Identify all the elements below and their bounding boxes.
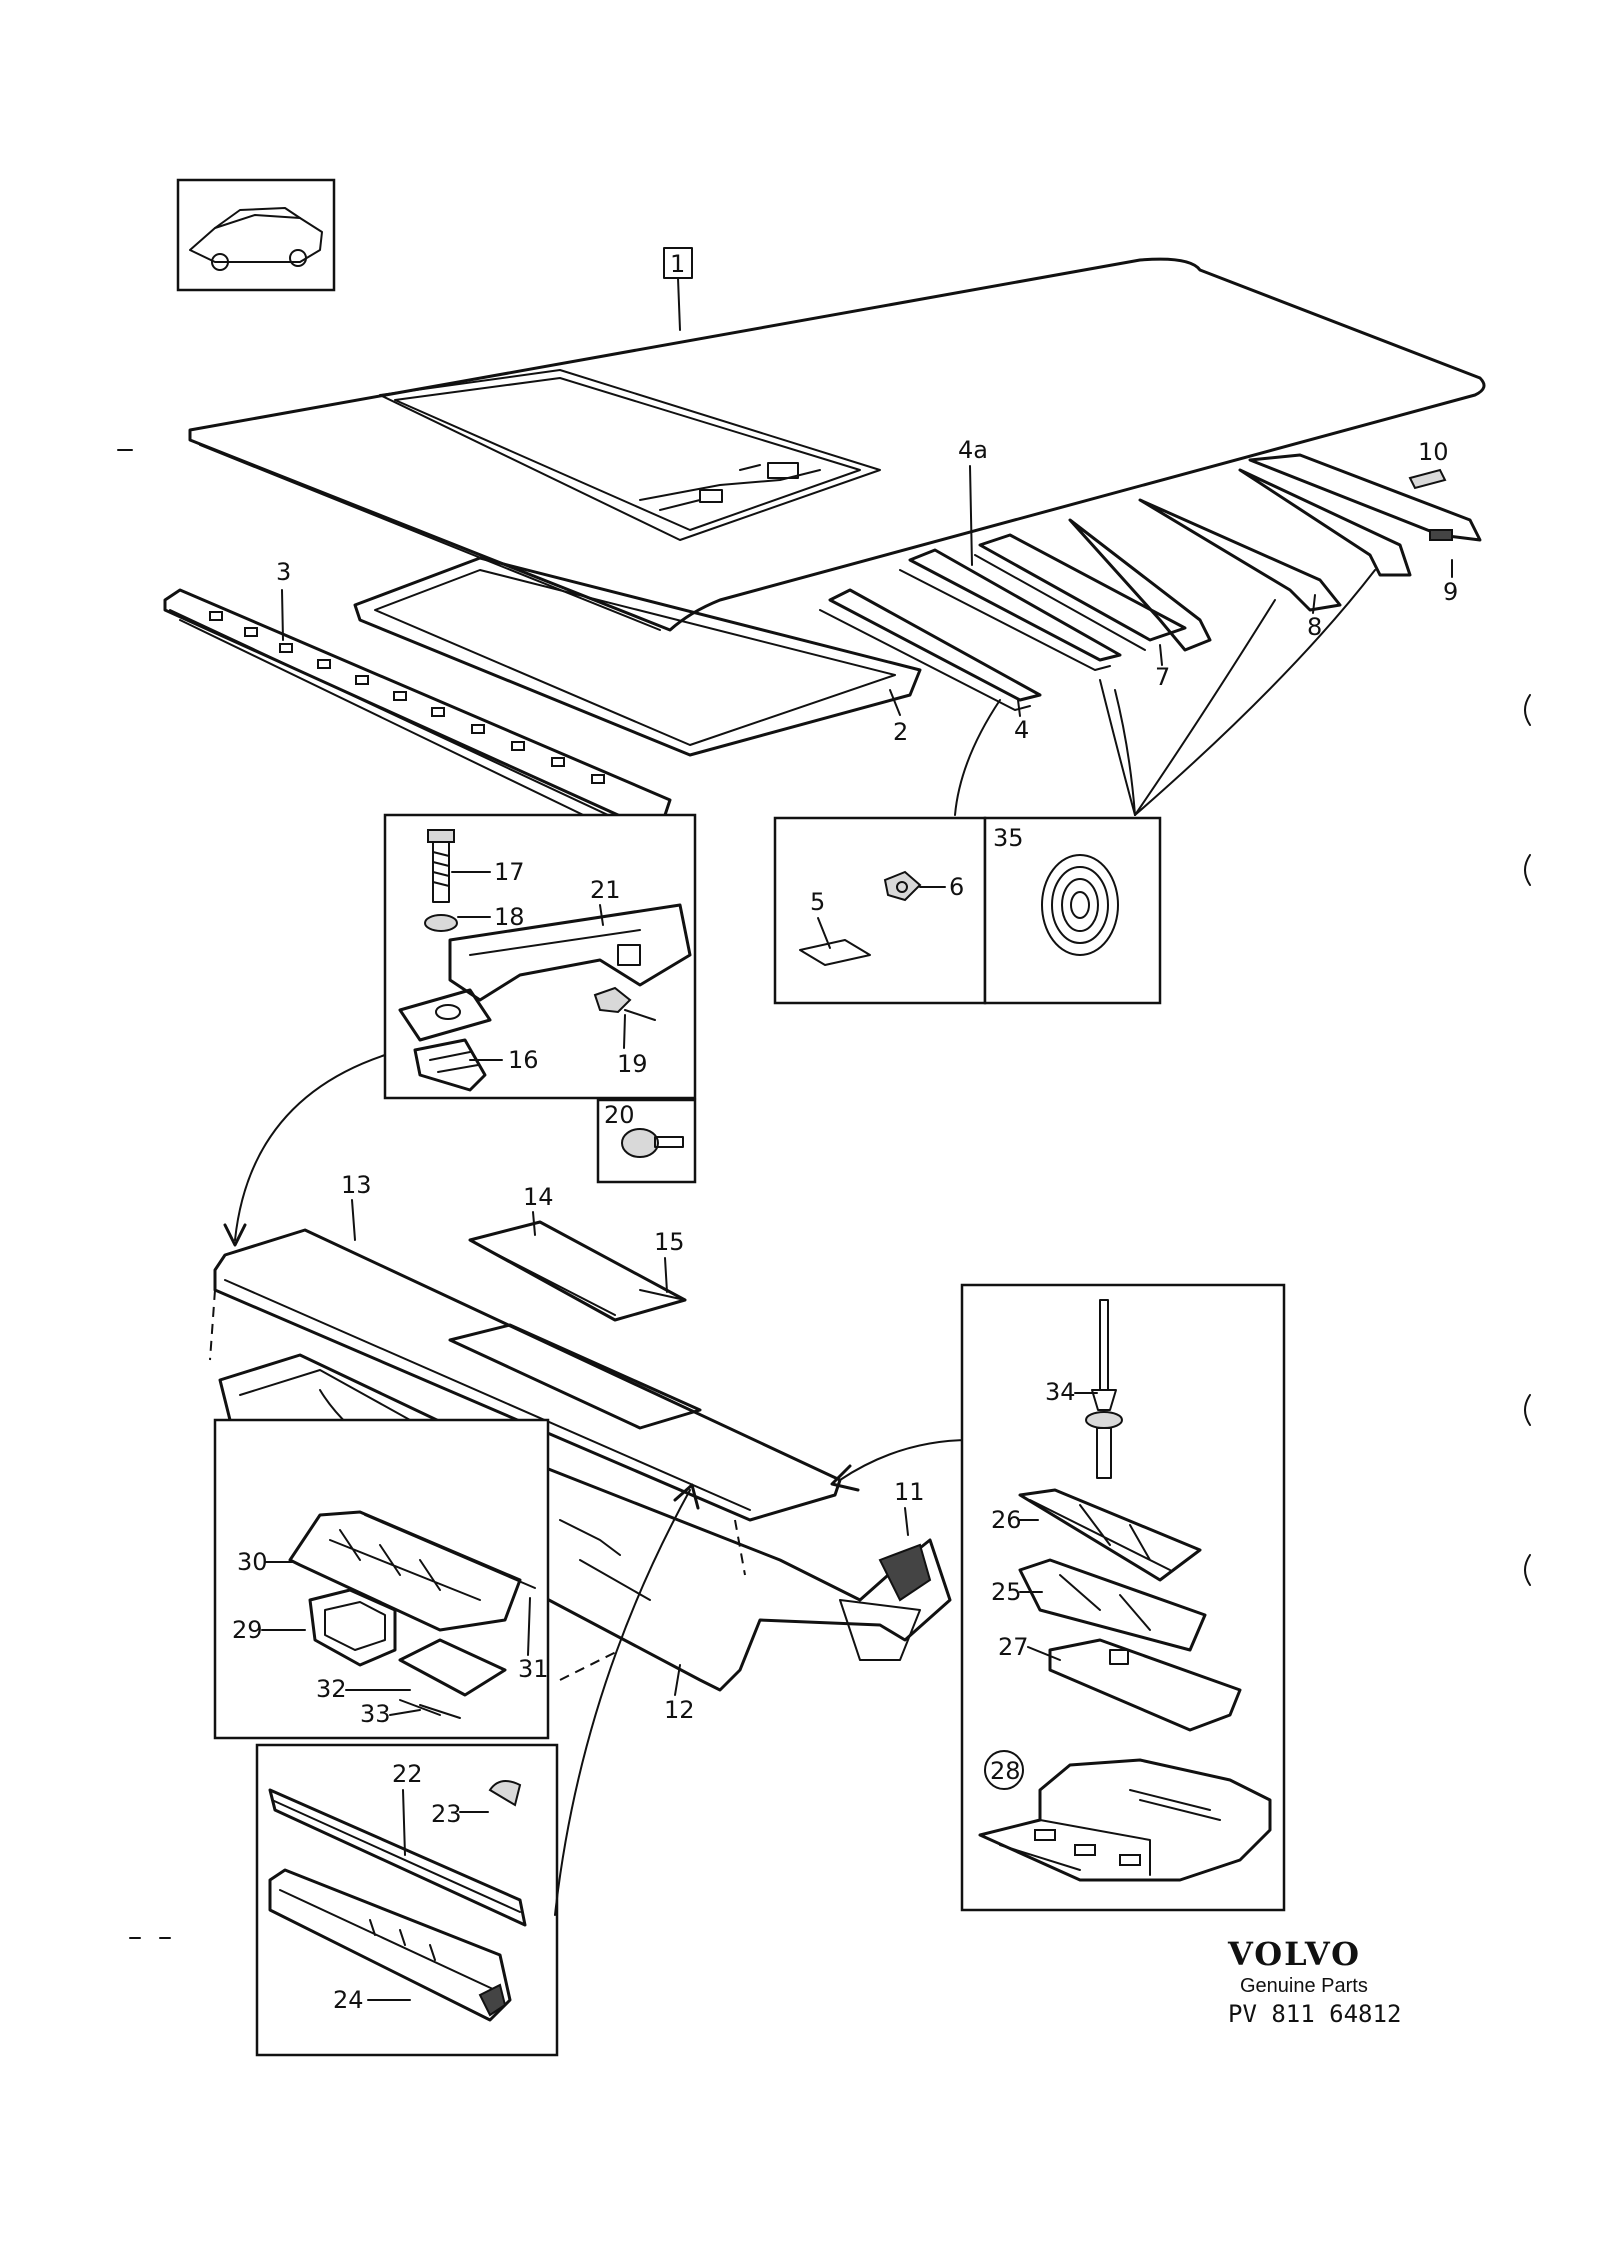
bracket-arrowhead (223, 1223, 247, 1247)
label-26: 26 (991, 1506, 1022, 1534)
label-23: 23 (431, 1800, 462, 1828)
label-22: 22 (392, 1760, 423, 1788)
rivet-34 (1085, 1299, 1123, 1479)
label-2: 2 (893, 718, 908, 746)
label-27: 27 (998, 1633, 1029, 1661)
bracket-arrow (234, 1054, 386, 1241)
label-20: 20 (604, 1101, 635, 1129)
spiral-part (1041, 854, 1119, 956)
label-1: 1 (670, 250, 685, 278)
label-30: 30 (237, 1548, 268, 1576)
cowl-panel (213, 1228, 842, 1522)
left-bottom-box (255, 1743, 559, 2057)
bolt-17 (427, 829, 455, 903)
label-13: 13 (341, 1171, 372, 1199)
label-3: 3 (276, 558, 291, 586)
label-6: 6 (949, 873, 964, 901)
label-28-circle (984, 1750, 1024, 1790)
label-28: 28 (990, 1757, 1021, 1785)
brand-block: VOLVO Genuine Parts PV 811 64812 (1227, 1935, 1401, 2028)
bracket-box (383, 813, 697, 1100)
label-8: 8 (1307, 613, 1322, 641)
label-15: 15 (654, 1228, 685, 1256)
label-35: 35 (993, 824, 1024, 852)
label-25: 25 (991, 1578, 1022, 1606)
label-32: 32 (316, 1675, 347, 1703)
label-9: 9 (1443, 578, 1458, 606)
sunroof-frame (353, 556, 922, 757)
label-7: 7 (1155, 663, 1170, 691)
right-box-arrowhead (830, 1464, 860, 1492)
bottom-arrowhead (673, 1483, 700, 1510)
bolt-box (596, 1098, 697, 1184)
right-box-arrow (839, 1439, 971, 1481)
label-31: 31 (518, 1655, 549, 1683)
label-16: 16 (508, 1046, 539, 1074)
right-box (960, 1283, 1286, 1912)
fastener-box (773, 816, 1162, 1005)
label-11: 11 (894, 1478, 925, 1506)
label-18: 18 (494, 903, 525, 931)
label-34: 34 (1045, 1378, 1076, 1406)
car-thumbnail (176, 178, 336, 292)
label-17: 17 (494, 858, 525, 886)
label-24: 24 (333, 1986, 364, 2014)
left-lower-box (213, 1418, 550, 1740)
label-4a: 4a (958, 436, 988, 464)
bottom-arrow (554, 1489, 691, 1916)
filter-panels (468, 1220, 687, 1322)
brand-subtitle: Genuine Parts (1240, 1975, 1368, 1997)
label-14: 14 (523, 1183, 554, 1211)
label-19: 19 (617, 1050, 648, 1078)
part-labels: 1 2 3 4 4a 5 6 7 8 9 10 11 12 13 14 15 1… (232, 247, 1458, 2014)
roof-panel (188, 257, 1486, 632)
catalog-code: PV 811 64812 (1228, 2000, 1401, 2028)
fastener-arrows (954, 569, 1376, 816)
roof-bows (819, 453, 1482, 711)
label-29: 29 (232, 1616, 263, 1644)
label-4: 4 (1014, 716, 1029, 744)
label-21: 21 (590, 876, 621, 904)
brand-logo: VOLVO (1227, 1935, 1361, 1973)
margin-marks (117, 449, 1531, 1939)
label-10: 10 (1418, 438, 1449, 466)
label-12: 12 (664, 1696, 695, 1724)
label-5: 5 (810, 888, 825, 916)
label-33: 33 (360, 1700, 391, 1728)
